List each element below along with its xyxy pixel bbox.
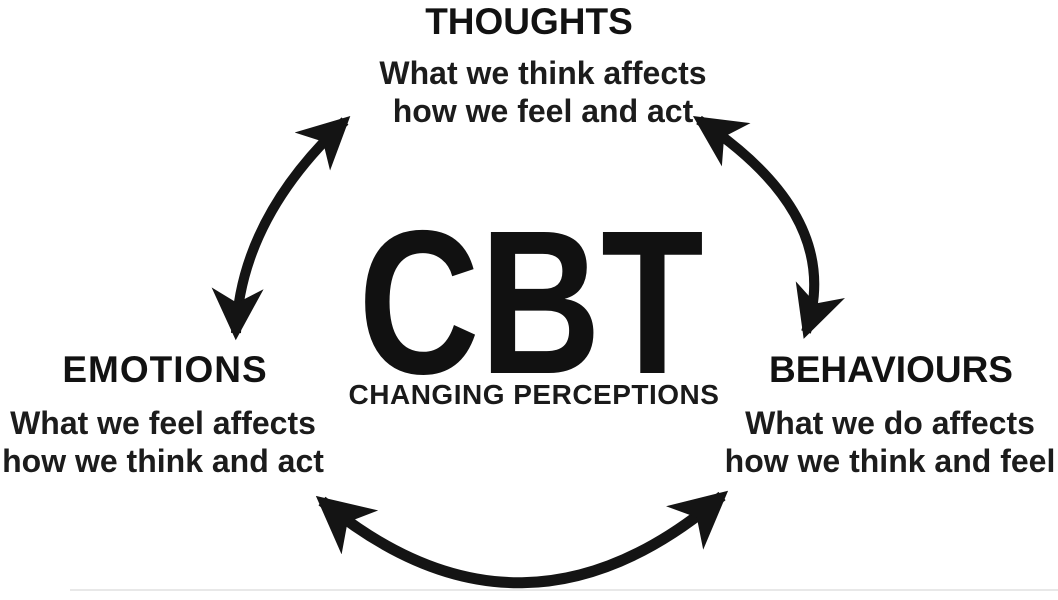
bottom-edge-artifact (70, 589, 1058, 591)
behaviours-description-line1: What we do affects (745, 405, 1035, 441)
thoughts-description: What we think affects how we feel and ac… (379, 54, 706, 130)
thoughts-description-line1: What we think affects (379, 55, 707, 91)
center-title: CBT (358, 188, 704, 417)
arrow-emotions-behaviours (315, 490, 729, 589)
emotions-description: What we feel affects how we think and ac… (2, 404, 324, 480)
behaviours-label: BEHAVIOURS (769, 349, 1013, 390)
thoughts-label: THOUGHTS (425, 1, 633, 42)
thoughts-description-line2: how we feel and act (392, 93, 694, 129)
arrow-thoughts-emotions (211, 116, 351, 341)
center-tagline: CHANGING PERCEPTIONS (348, 379, 720, 410)
arrow-thoughts-behaviours (692, 115, 845, 339)
behaviours-description-line2: how we think and feel (724, 443, 1056, 479)
behaviours-description: What we do affects how we think and feel (725, 404, 1056, 480)
emotions-label: EMOTIONS (62, 349, 268, 390)
emotions-description-line2: how we think and act (2, 443, 324, 479)
emotions-description-line1: What we feel affects (10, 405, 316, 441)
